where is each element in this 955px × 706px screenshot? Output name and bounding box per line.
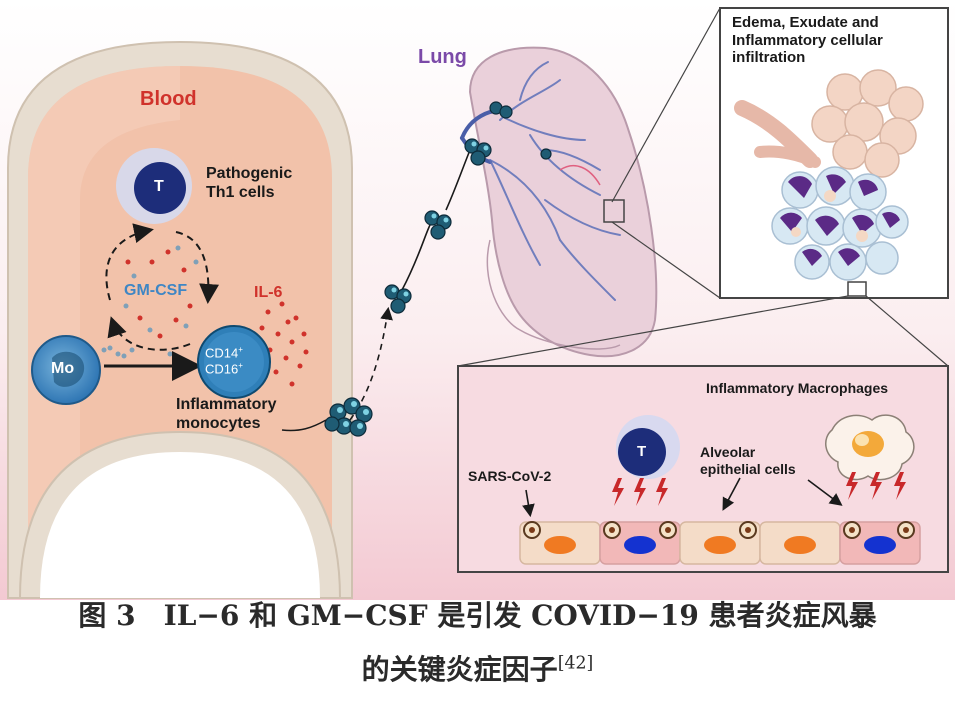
cd14-plus: +	[238, 345, 243, 354]
cd14-text: CD14	[205, 345, 239, 361]
macrophage	[825, 414, 915, 481]
monocytes-label: Inflammatory monocytes	[176, 396, 276, 434]
pathogenic-label: Pathogenic Th1 cells	[206, 165, 292, 203]
gm-csf-label: GM-CSF	[124, 282, 188, 299]
alveolar-label: Alveolar epithelial cells	[700, 444, 796, 477]
infiltration-inset	[603, 7, 949, 299]
diagram-artwork	[0, 0, 955, 600]
blood-vessel	[7, 40, 353, 599]
cytokine-dots-loop	[107, 245, 199, 359]
pathogenic-line-1: Pathogenic	[206, 165, 293, 182]
healthy-alveoli	[811, 69, 924, 178]
caption-text: 的关键炎症因子	[361, 653, 558, 686]
alveolar-line-2: epithelial cells	[700, 460, 796, 477]
t-cell-inset-letter: T	[637, 443, 647, 460]
edema-line-3: infiltration	[732, 49, 806, 67]
mo-label: Mo	[51, 360, 75, 377]
monocytes-line-2: monocytes	[176, 414, 261, 432]
caption-reference: [42]	[557, 653, 594, 674]
monocyte-pointer	[281, 419, 327, 432]
il6-dots	[259, 301, 309, 387]
cd16-text: CD16	[205, 360, 239, 376]
cytokine-bolts	[612, 472, 906, 506]
il6-label: IL-6	[254, 284, 283, 301]
monocytes-line-1: Inflammatory	[176, 396, 277, 413]
pathogenic-t-cell	[116, 148, 192, 224]
gm-csf-loop	[105, 223, 220, 351]
figure-caption-line-1: 图 3 IL−6 和 GM−CSF 是引发 COVID−19 患者炎症风暴	[78, 599, 877, 632]
monocyte-clusters	[324, 101, 552, 437]
edema-line-2: Inflammatory cellular	[732, 31, 883, 49]
blood-label: Blood	[140, 88, 197, 110]
t-cell-inset	[616, 415, 680, 479]
t-cell-letter: T	[154, 178, 164, 195]
monocyte-mo	[31, 335, 101, 405]
pathogenic-line-2: Th1 cells	[206, 183, 275, 201]
virus-particles	[523, 521, 915, 539]
figure-caption-line-2: 的关键炎症因子[42]	[0, 648, 955, 688]
sars-label: SARS-CoV-2	[468, 468, 552, 484]
edema-label: Edema, Exudate and Inflammatory cellular…	[732, 14, 883, 67]
inflammatory-monocyte-cell	[197, 325, 271, 399]
cd-markers-label: CD14+ CD16+	[205, 345, 243, 376]
lung-label: Lung	[418, 46, 467, 68]
macrophages-label: Inflammatory Macrophages	[706, 380, 889, 396]
alveolar-line-1: Alveolar	[700, 444, 756, 460]
cd16-plus: +	[238, 360, 243, 370]
epithelium-inset	[457, 295, 949, 573]
inflamed-alveoli	[771, 166, 909, 281]
edema-line-1: Edema, Exudate and	[732, 14, 879, 31]
